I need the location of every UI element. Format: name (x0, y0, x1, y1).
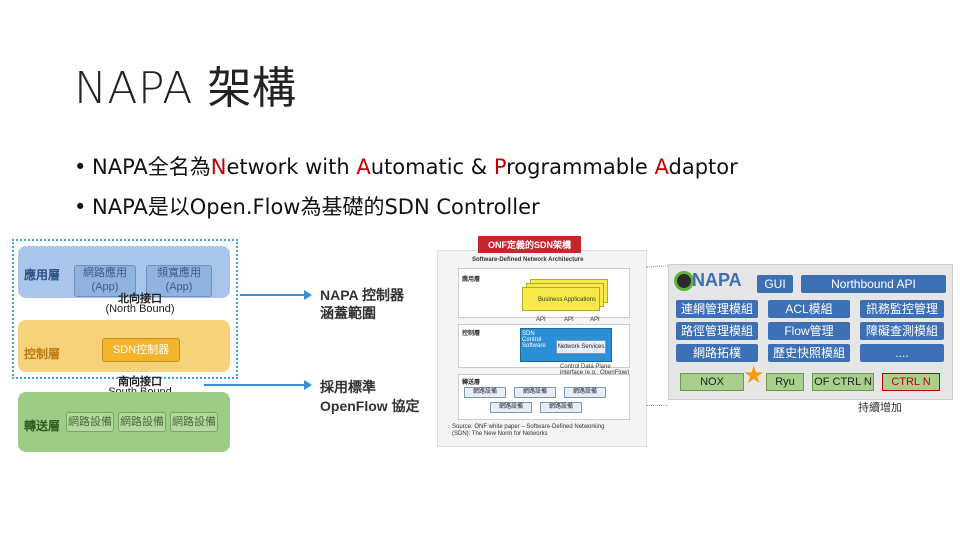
ryu-box: Ryu (766, 373, 804, 391)
bullet-text: etwork with (226, 155, 357, 179)
highlight-letter: A (654, 155, 669, 179)
api-label: API (536, 317, 546, 323)
highlight-letter: N (210, 155, 227, 179)
module-box: 訊務監控管理 (860, 300, 944, 318)
forwarding-layer-label: 轉送層 (24, 419, 61, 433)
onf-device-box: 網路設備 (540, 402, 582, 413)
bullet-item-1: •NAPA全名為Network with Automatic & Program… (74, 147, 738, 187)
module-box: 路徑管理模組 (676, 322, 758, 340)
module-box: 障礙查測模組 (860, 322, 944, 340)
page-title: NAPA 架構 (74, 63, 297, 114)
nox-box: NOX (680, 373, 744, 391)
onf-app-label: 應用層 (462, 277, 481, 283)
of-ctrl-box: OF CTRL N (812, 373, 874, 391)
device-box: 網路設備 (118, 412, 166, 432)
connector-line (646, 405, 668, 406)
sdn-sw-label: SDN Control Software (522, 331, 546, 349)
north-bound-label: 北向接口 (118, 293, 162, 305)
bullet-text: daptor (668, 155, 738, 179)
onf-fwd-label: 轉送層 (462, 380, 481, 386)
biz-app-card (522, 287, 600, 311)
module-box: Flow管理 (768, 322, 850, 340)
standard-arrow (204, 380, 312, 390)
onf-device-box: 網路設備 (490, 402, 532, 413)
module-box: 歷史快照模組 (768, 344, 850, 362)
bullet-dot: • (74, 155, 87, 179)
module-box: .... (860, 344, 944, 362)
napa-scope-border (12, 239, 238, 379)
device-box: 網路設備 (170, 412, 218, 432)
app-box-bandwidth: 頻寬應用 (App) (146, 265, 212, 297)
gui-box: GUI (757, 275, 793, 293)
onf-subtitle: Software-Defined Network Architecture (472, 257, 584, 263)
napa-scope-label-2: 涵蓋範圍 (320, 305, 376, 321)
northbound-api-box: Northbound API (801, 275, 946, 293)
south-bound-label: 南向接口 (118, 376, 162, 388)
onf-source-note: Source: ONF white paper – Software-Defin… (452, 424, 605, 437)
api-label: API (564, 317, 574, 323)
ctrl-n-box: CTRL N (882, 373, 940, 391)
napa-logo-icon (674, 271, 694, 291)
bullet-item-2: •NAPA是以Open.Flow為基礎的SDN Controller (74, 187, 738, 227)
control-layer-label: 控制層 (24, 347, 61, 361)
biz-app-label: Business Applications (538, 297, 597, 303)
module-box: 連網管理模組 (676, 300, 758, 318)
star-icon: ★ (743, 362, 765, 389)
standard-label-2: OpenFlow 協定 (320, 398, 420, 414)
bullet-text: rogrammable (506, 155, 655, 179)
api-label: API (590, 317, 600, 323)
onf-figure-title: ONF定義的SDN架構 (478, 236, 581, 253)
north-bound-en: (North Bound) (105, 303, 175, 315)
bullet-text: NAPA全名為 (92, 155, 211, 179)
napa-scope-label-1: NAPA 控制器 (320, 287, 404, 303)
cdpi-label: Control Data Plane interface (e.g., Open… (560, 364, 630, 376)
net-services-box: Network Services (556, 340, 606, 354)
app-box-network: 網路應用 (App) (74, 265, 136, 297)
onf-device-box: 網路設備 (464, 387, 506, 398)
napa-logo-text: NAPA (692, 270, 742, 290)
standard-label-1: 採用標準 (320, 379, 376, 395)
app-layer-label: 應用層 (24, 268, 61, 282)
bullet-dot: • (74, 195, 87, 219)
highlight-letter: A (356, 155, 371, 179)
more-to-come-label: 持續增加 (858, 402, 902, 414)
onf-ctl-label: 控制層 (462, 331, 481, 337)
connector-line (645, 265, 669, 268)
module-box: ACL模組 (768, 300, 850, 318)
bullet-text: NAPA是以Open.Flow為基礎的SDN Controller (92, 195, 540, 219)
bullet-list: •NAPA全名為Network with Automatic & Program… (74, 147, 738, 227)
device-box: 網路設備 (66, 412, 114, 432)
bullet-text: utomatic & (370, 155, 494, 179)
onf-device-box: 網路設備 (514, 387, 556, 398)
module-box: 網路拓樸 (676, 344, 758, 362)
sdn-controller-box: SDN控制器 (102, 338, 180, 362)
highlight-letter: P (493, 155, 507, 179)
onf-device-box: 網路設備 (564, 387, 606, 398)
scope-arrow (240, 290, 312, 300)
